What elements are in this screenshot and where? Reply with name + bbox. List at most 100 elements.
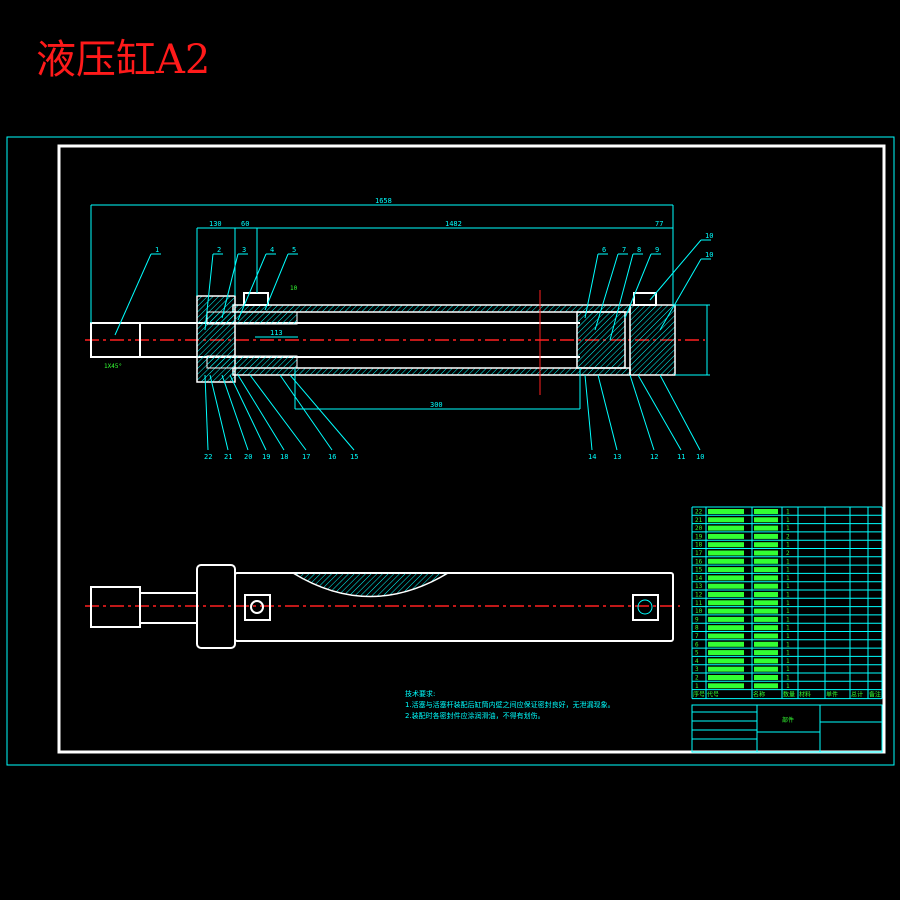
port-boss-right: [633, 292, 657, 306]
dim-port-offset: 60: [241, 220, 249, 228]
title-block-name: 部件: [782, 716, 794, 724]
balloon-bottom: 16: [328, 453, 336, 461]
balloon-bottom: 15: [350, 453, 358, 461]
balloon-top: 5: [292, 246, 296, 254]
guide-sleeve: [206, 311, 298, 325]
bom-row-code: [708, 542, 744, 548]
bom-row-name: [754, 600, 778, 606]
balloon-top: 9: [655, 246, 659, 254]
bom-row-code: [708, 633, 744, 639]
bom-row-qty: 1: [786, 558, 790, 565]
bom-row-qty: 1: [786, 650, 790, 657]
bom-row-no: 8: [695, 625, 699, 632]
port-boss-left: [243, 292, 269, 306]
balloon-top: 3: [242, 246, 246, 254]
bom-row-no: 6: [695, 641, 699, 648]
balloon-top: 7: [622, 246, 626, 254]
bom-row-qty: 1: [786, 592, 790, 599]
inner-frame: [57, 144, 886, 754]
balloon-bottom: 12: [650, 453, 658, 461]
section-cutout: [290, 572, 451, 598]
bom-row-no: 9: [695, 616, 699, 623]
balloon-top: 8: [637, 246, 641, 254]
bom-row-qty: 1: [786, 625, 790, 632]
weld-mark: 10: [290, 285, 298, 292]
dim-tube-length: 1482: [445, 220, 462, 228]
balloon-bottom: 11: [677, 453, 685, 461]
dim-inner: 113: [270, 329, 283, 337]
bom-row-no: 17: [695, 550, 703, 557]
balloon-top: 10: [705, 232, 713, 240]
bom-row-code: [708, 509, 744, 514]
bom-row-qty: 1: [786, 608, 790, 615]
bom-row-qty: 1: [786, 683, 790, 690]
bom-row-name: [754, 583, 778, 589]
bom-row-code: [708, 675, 744, 680]
bom-row-name: [754, 675, 778, 680]
bom-row-name: [754, 592, 778, 597]
bom-row-qty: 1: [786, 525, 790, 532]
bom-row-qty: 1: [786, 542, 790, 549]
bom-row-name: [754, 575, 778, 581]
dim-gland: 130: [209, 220, 222, 228]
bom-row-no: 11: [695, 600, 703, 607]
port-left: [244, 594, 271, 621]
bom-row-name: [754, 650, 778, 656]
bom-row-code: [708, 592, 744, 597]
bom-header: 名称: [753, 691, 765, 699]
balloon-top: 10: [705, 251, 713, 259]
bom-row-no: 16: [695, 558, 703, 565]
bom-row-qty: 1: [786, 616, 790, 623]
chamfer-mark: 1X45°: [104, 363, 122, 370]
dim-cap: 77: [655, 220, 663, 228]
bom-header: 单件: [826, 691, 838, 699]
gland: [196, 295, 236, 383]
bom-row-no: 12: [695, 592, 703, 599]
bom-row-code: [708, 650, 744, 656]
balloon-top: 6: [602, 246, 606, 254]
bom-row-code: [708, 558, 744, 564]
bom-row-name: [754, 666, 778, 672]
bom-row-code: [708, 608, 744, 614]
bom-row-name: [754, 525, 778, 531]
bom-row-name: [754, 641, 778, 647]
bom-row-qty: 1: [786, 567, 790, 574]
bom-row-no: 20: [695, 525, 703, 532]
bom-row-code: [708, 600, 744, 606]
bom-row-name: [754, 550, 778, 556]
bom-row-code: [708, 658, 744, 664]
drawing-title: 液压缸A2: [36, 37, 211, 83]
bom-row-name: [754, 542, 778, 548]
bom-row-name: [754, 633, 778, 639]
bom-header: 数量: [783, 691, 795, 699]
bom-row-qty: 1: [786, 517, 790, 524]
bom-row-code: [708, 625, 744, 631]
exterior-view: [85, 564, 680, 649]
bom-row-name: [754, 517, 778, 523]
bom-row-code: [708, 641, 744, 647]
bom-row-name: [754, 558, 778, 564]
bom-header: 备注: [869, 691, 881, 699]
balloon-bottom: 19: [262, 453, 270, 461]
bom-row-no: 14: [695, 575, 703, 582]
balloon-bottom: 22: [204, 453, 212, 461]
bom-row-qty: 1: [786, 583, 790, 590]
bom-row-code: [708, 533, 744, 539]
notes-heading: 技术要求:: [405, 689, 435, 698]
bom-header: 总计: [851, 691, 863, 699]
bom-row-name: [754, 658, 778, 664]
bom-row-code: [708, 525, 744, 531]
bom-row-qty: 1: [786, 633, 790, 640]
dim-300: 300: [430, 401, 443, 409]
dim-total-length: 1658: [375, 197, 392, 205]
bom-row-code: [708, 666, 744, 672]
bom-row-qty: 1: [786, 641, 790, 648]
bom-row-code: [708, 616, 744, 622]
bom-row-name: [754, 533, 778, 539]
balloon-top: 1: [155, 246, 159, 254]
notes-line-1: 1.活塞与活塞杆装配后缸筒内壁之间应保证密封良好，无泄漏现象。: [405, 700, 615, 709]
balloon-top: 4: [270, 246, 274, 254]
balloon-bottom: 10: [696, 453, 704, 461]
